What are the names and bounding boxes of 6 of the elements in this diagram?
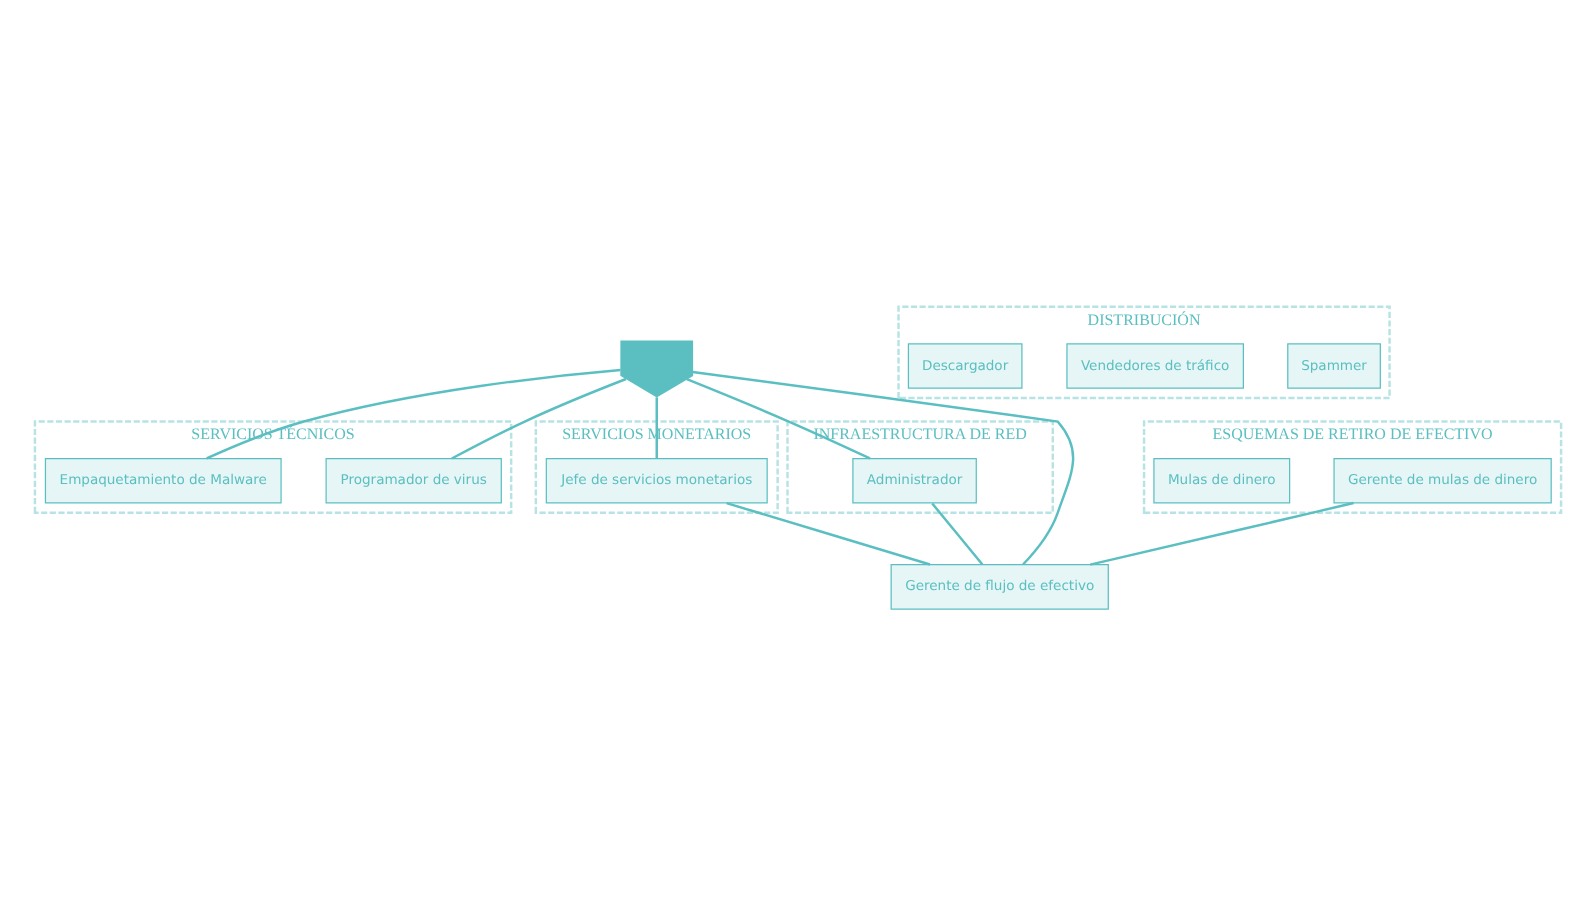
connector [686,377,871,459]
connector [655,396,658,458]
node-person [620,339,694,397]
connector [1089,500,1354,565]
connector [692,369,1075,565]
connector [931,501,984,565]
